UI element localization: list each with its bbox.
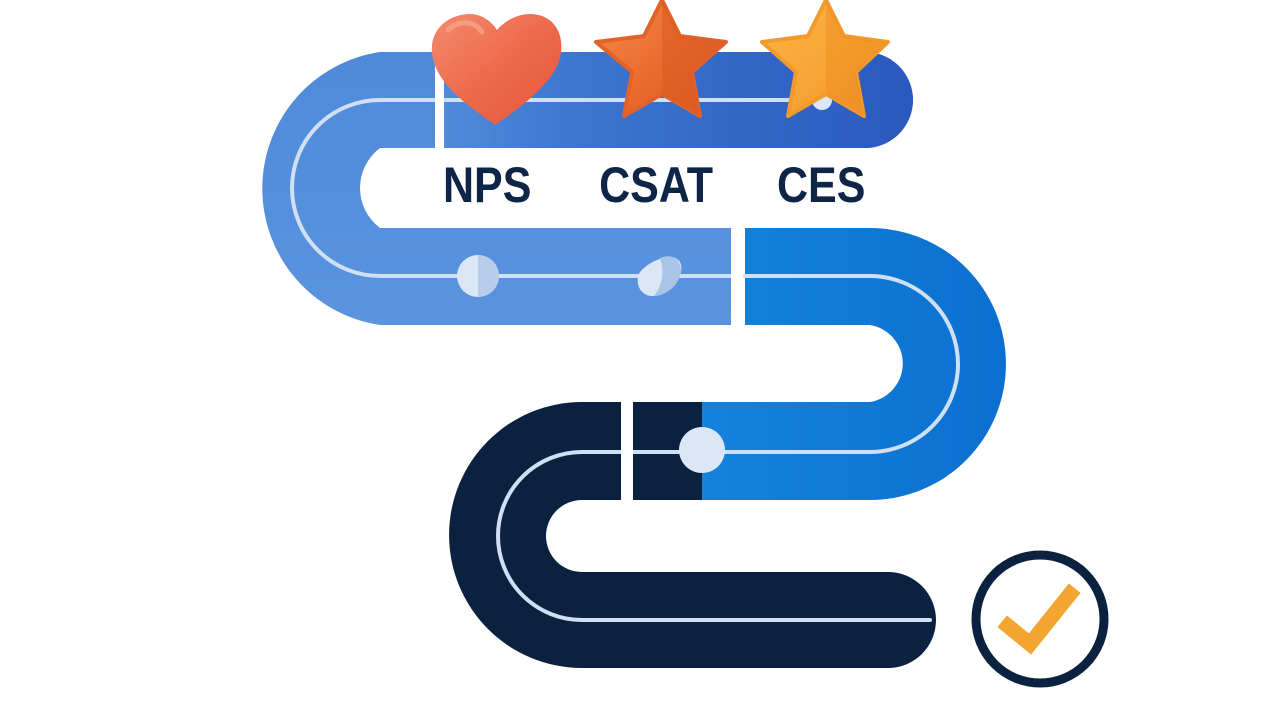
road-segment-right [702,228,1006,500]
road-segment-lower [449,402,936,668]
star-icon [760,0,890,118]
road-divider [435,52,444,148]
road-marker [457,255,499,297]
completion-checkmark [971,550,1109,688]
road-marker [679,427,725,473]
heart-icon [431,14,562,125]
star-icon [594,0,728,118]
csat-label: CSAT [599,157,713,213]
road-divider [436,148,440,166]
road-divider [621,402,633,500]
road-marker [637,256,682,296]
road-divider [731,228,743,325]
checkmark-icon [997,583,1081,655]
nps-label: NPS [443,157,532,213]
ces-label: CES [777,157,866,213]
